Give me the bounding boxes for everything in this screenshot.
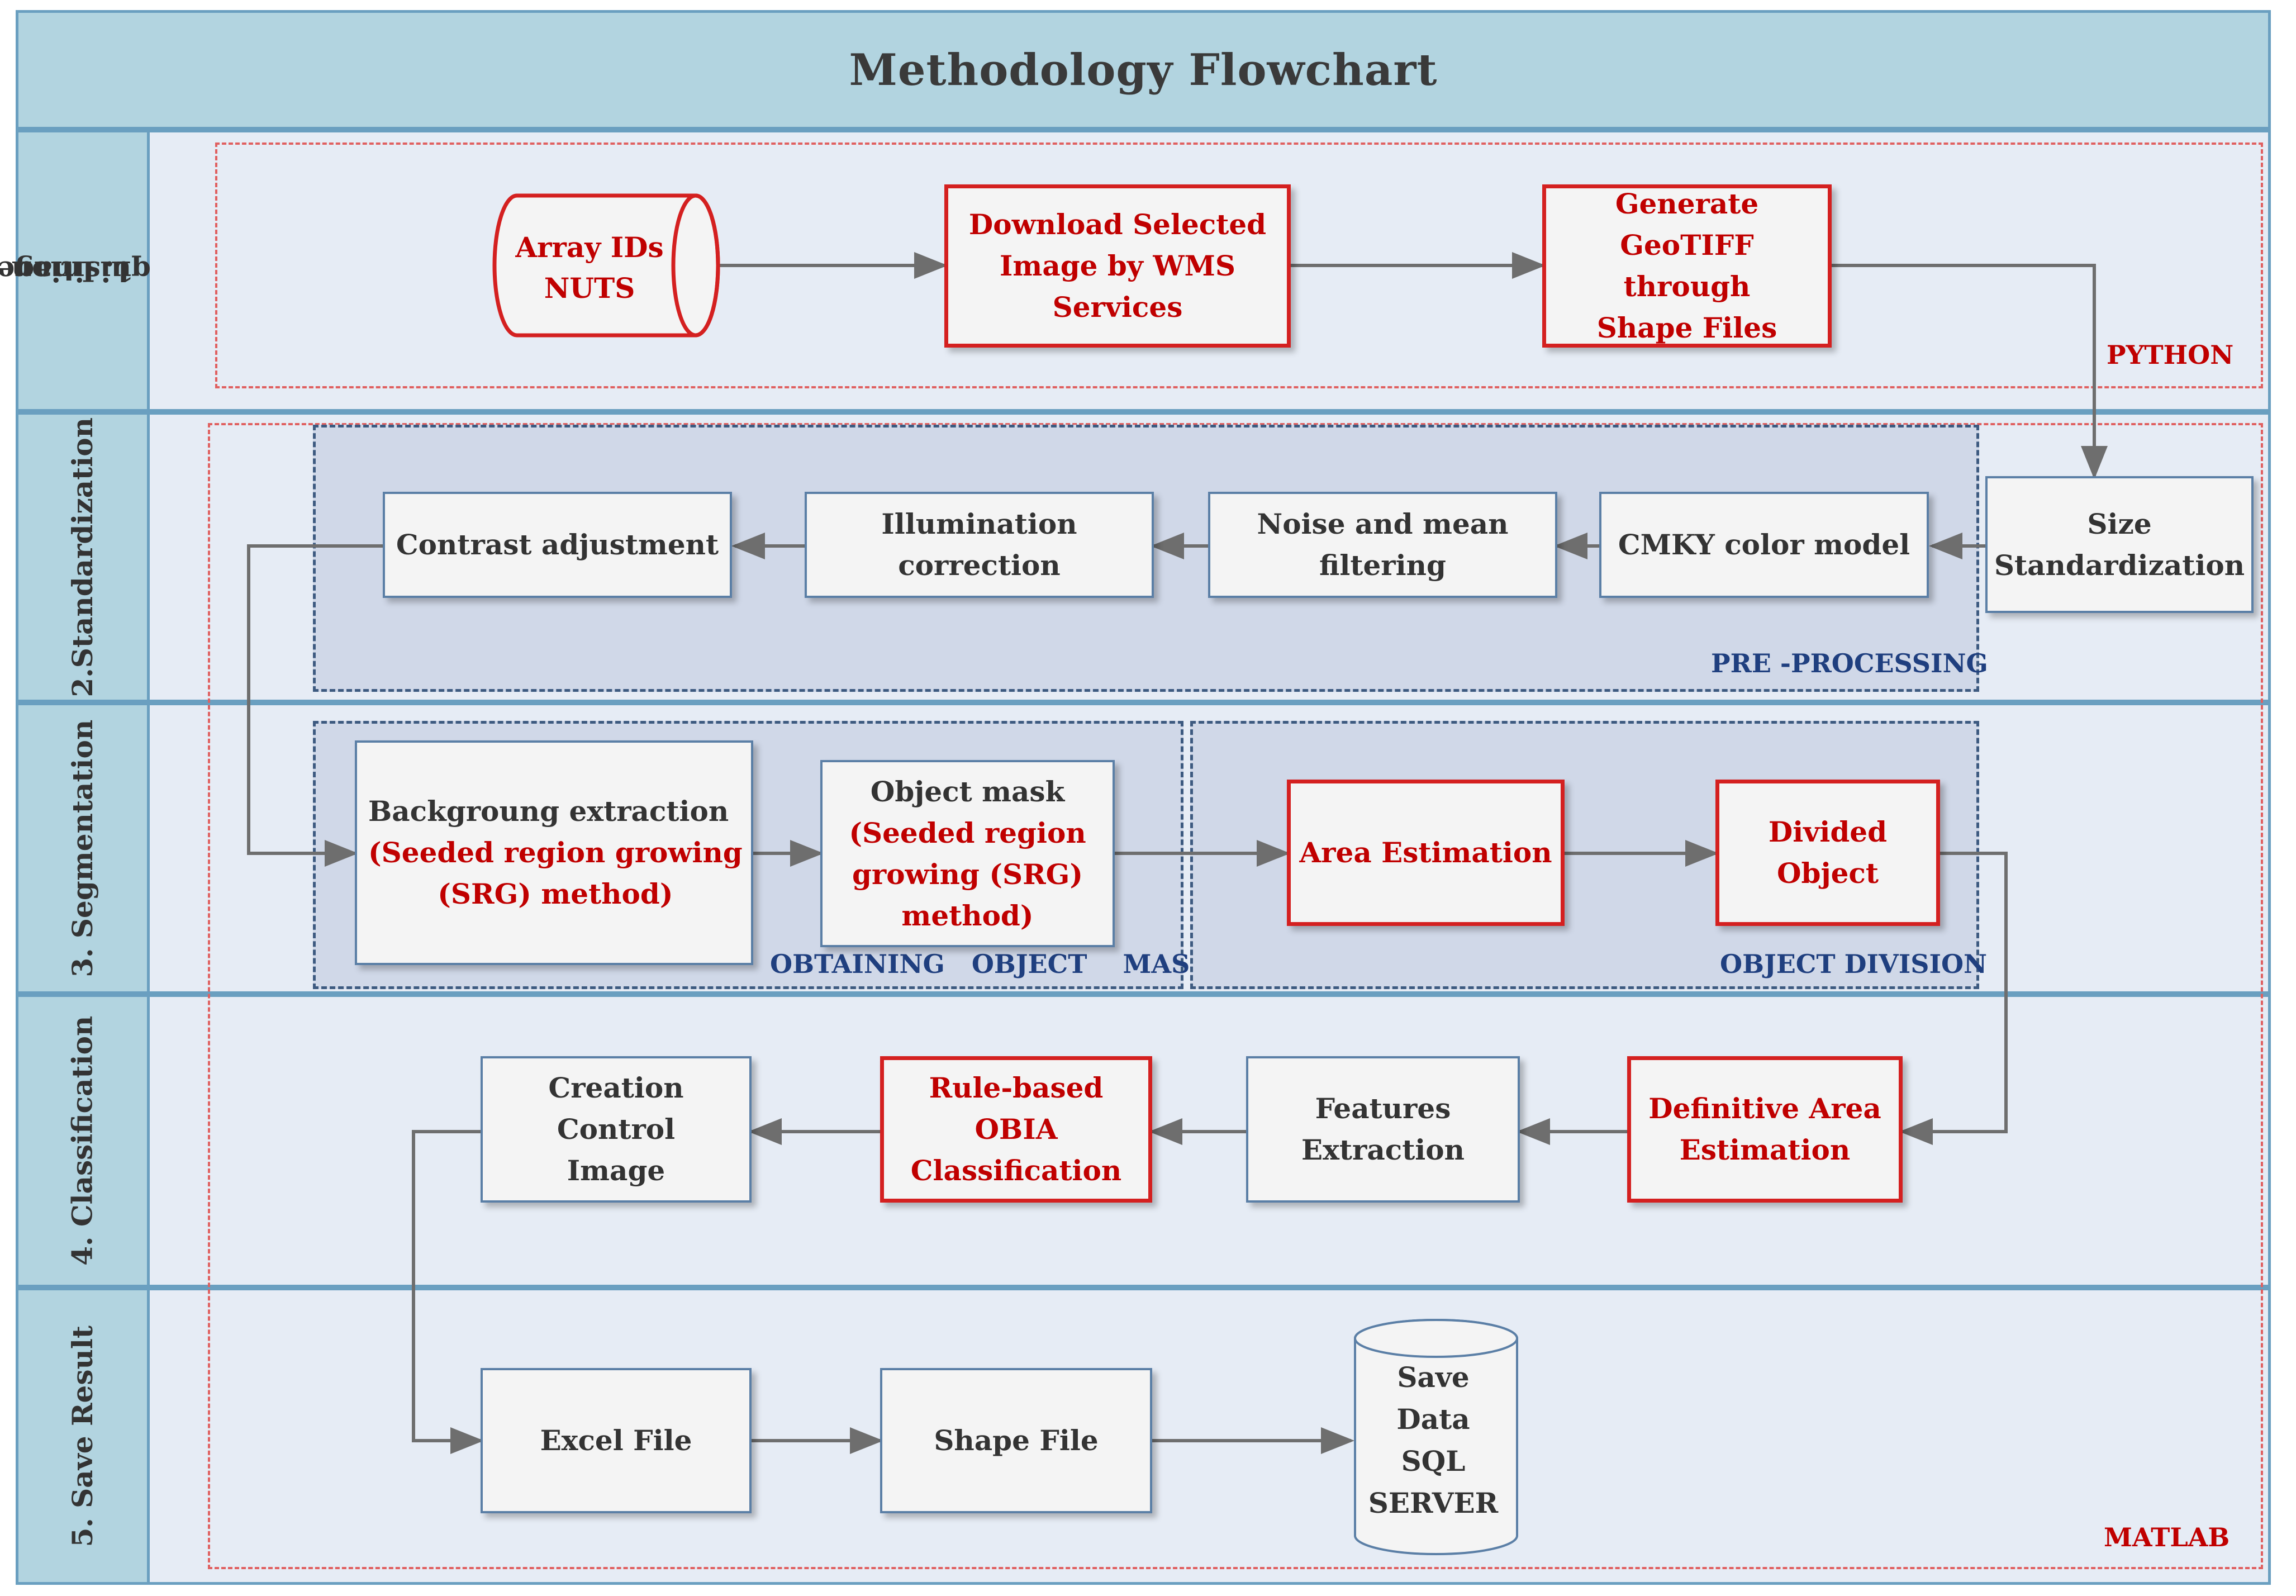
node-line: Generate — [1615, 187, 1759, 220]
node-line: Classification — [910, 1154, 1122, 1187]
background-extraction-box: Backgroung extraction (Seeded region gro… — [355, 740, 753, 965]
download-image-text: Download Selected Image by WMS Services — [969, 204, 1266, 328]
arrow-creation-to-excel — [412, 1130, 484, 1454]
chart-title: Methodology Flowchart — [849, 44, 1438, 96]
background-extraction-text: Backgroung extraction (Seeded region gro… — [368, 791, 743, 915]
node-line: CMKY color model — [1618, 528, 1910, 561]
cmky-color-model-box: CMKY color model — [1599, 492, 1929, 598]
generate-geotiff-text: Generate GeoTIFF through Shape Files — [1553, 183, 1821, 349]
array-ids-line1: Array IDs — [515, 231, 663, 264]
creation-control-image-text: Creation Control Image — [489, 1067, 743, 1191]
sql-cylinder-top — [1354, 1319, 1518, 1358]
illumination-correction-text: Illumination correction — [881, 504, 1077, 586]
features-extraction-box: Features Extraction — [1246, 1056, 1520, 1203]
features-extraction-text: Features Extraction — [1301, 1088, 1465, 1171]
node-line: filtering — [1319, 549, 1446, 582]
generate-geotiff-box: Generate GeoTIFF through Shape Files — [1542, 184, 1832, 348]
area-estimation-box: Area Estimation — [1287, 780, 1565, 926]
array-ids-cylinder-end — [671, 193, 720, 338]
excel-file-box: Excel File — [481, 1368, 752, 1513]
pre-processing-label: PRE -PROCESSING — [1711, 648, 1988, 678]
sql-server-cylinder: Save Data SQL SERVER — [1354, 1319, 1518, 1555]
node-line: Object mask — [870, 775, 1065, 808]
arrow-divided-to-definitive — [1899, 852, 2008, 1145]
node-line: (SRG) method) — [438, 877, 673, 910]
node-line: method) — [901, 899, 1034, 932]
node-line: Creation Control — [548, 1071, 684, 1146]
node-line: Download Selected — [968, 208, 1267, 241]
node-line: Noise and mean — [1257, 507, 1509, 540]
node-line: Size — [2087, 507, 2152, 540]
node-line: Image — [567, 1154, 665, 1187]
lane-label-save-result: 5. Save Result — [16, 1288, 150, 1585]
node-line: Features — [1315, 1092, 1451, 1125]
definitive-area-estimation-box: Definitive Area Estimation — [1627, 1056, 1903, 1203]
rule-based-obia-text: Rule-based OBIA Classification — [891, 1067, 1142, 1191]
node-line: Definitive Area — [1648, 1092, 1881, 1125]
node-line: Shape File — [934, 1424, 1099, 1457]
rule-based-obia-box: Rule-based OBIA Classification — [880, 1056, 1152, 1203]
node-line: Contrast adjustment — [396, 528, 719, 561]
divided-object-box: Divided Object — [1715, 780, 1940, 926]
shape-file-box: Shape File — [880, 1368, 1152, 1513]
node-line: Estimation — [1679, 1133, 1851, 1166]
lane-label-segmentation: 3. Segmentation — [16, 702, 150, 994]
array-ids-cylinder: Array IDs NUTS — [492, 193, 720, 338]
node-line: GeoTIFF through — [1620, 229, 1754, 303]
lane-label-standardization: 2.Standardization — [16, 412, 150, 702]
node-line: (Seeded region — [849, 816, 1086, 849]
node-line: Excel File — [540, 1424, 692, 1457]
node-line: Shape Files — [1596, 311, 1777, 344]
sql-line2: Data — [1396, 1403, 1470, 1436]
array-ids-line2: NUTS — [544, 272, 635, 305]
node-line: Area Estimation — [1299, 836, 1552, 869]
creation-control-image-box: Creation Control Image — [481, 1056, 752, 1203]
node-line: Illumination — [881, 507, 1077, 540]
python-zone-label: PYTHON — [2107, 340, 2234, 370]
object-mask-box: Object mask (Seeded region growing (SRG)… — [820, 760, 1115, 947]
sql-line3: SQL — [1401, 1445, 1466, 1478]
node-line: Divided — [1768, 815, 1888, 848]
definitive-area-estimation-text: Definitive Area Estimation — [1648, 1088, 1881, 1171]
matlab-zone — [208, 423, 2263, 1569]
node-line: Standardization — [1994, 548, 2245, 582]
download-image-box: Download Selected Image by WMS Services — [944, 184, 1291, 348]
node-line: Services — [1052, 291, 1183, 324]
size-standardization-box: Size Standardization — [1985, 476, 2254, 613]
lane-label-classification: 4. Classification — [16, 994, 150, 1288]
size-standardization-text: Size Standardization — [1994, 504, 2245, 586]
node-line: Rule-based OBIA — [929, 1071, 1104, 1146]
node-line: Object — [1777, 857, 1879, 890]
arrow-contrast-to-background — [247, 544, 383, 867]
node-line: correction — [898, 549, 1061, 582]
noise-filtering-box: Noise and mean filtering — [1208, 492, 1557, 598]
sql-line1: Save — [1397, 1361, 1469, 1394]
contrast-adjustment-box: Contrast adjustment — [383, 492, 732, 598]
title-bar: Methodology Flowchart — [16, 10, 2271, 130]
python-zone — [215, 142, 2263, 388]
divided-object-text: Divided Object — [1769, 811, 1887, 894]
node-line: Extraction — [1301, 1133, 1465, 1166]
illumination-correction-box: Illumination correction — [805, 492, 1154, 598]
node-line: Image by WMS — [1000, 249, 1235, 282]
matlab-zone-label: MATLAB — [2104, 1522, 2230, 1552]
node-line: (Seeded region growing — [368, 836, 743, 869]
node-line: Backgroung extraction — [368, 795, 729, 828]
array-ids-cylinder-body — [492, 193, 720, 338]
noise-filtering-text: Noise and mean filtering — [1257, 504, 1509, 586]
node-line: growing (SRG) — [852, 857, 1083, 891]
sql-line4: SERVER — [1368, 1486, 1499, 1519]
object-mask-text: Object mask (Seeded region growing (SRG)… — [849, 771, 1086, 937]
object-division-label: OBJECT DIVISION — [1720, 949, 1988, 979]
arrow-geotiff-to-size — [1832, 264, 2108, 479]
